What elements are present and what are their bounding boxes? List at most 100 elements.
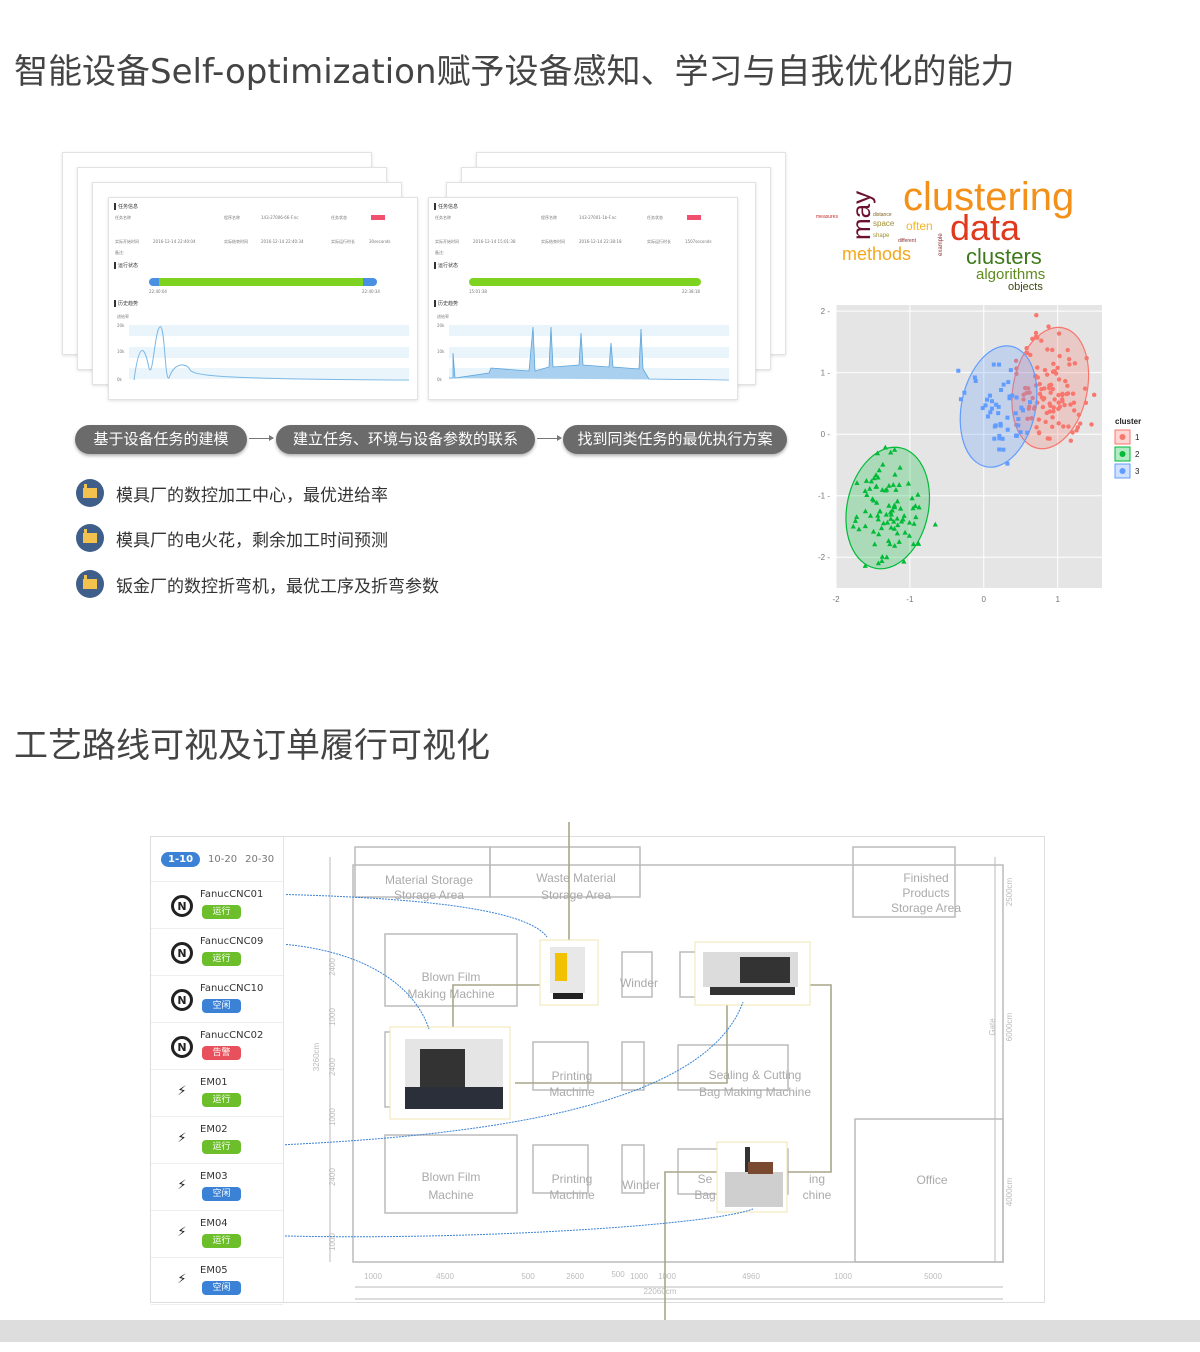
bullet-text: 模具厂的数控加工中心，最优进给率 <box>116 485 388 506</box>
page-tab-1-10[interactable]: 1-10 <box>161 851 201 867</box>
data-point <box>901 558 907 564</box>
data-point <box>883 511 889 517</box>
area-label: ing <box>809 1172 825 1186</box>
dim-label: 5000 <box>924 1272 942 1281</box>
machine-horizontal-center[interactable] <box>694 941 811 1006</box>
section-label: 运行状态 <box>114 262 138 269</box>
label: 实际开始时间 <box>115 239 139 244</box>
legend-title: cluster <box>1115 417 1141 426</box>
data-point <box>1013 358 1019 363</box>
data-point <box>1066 356 1072 362</box>
data-point <box>1055 365 1060 371</box>
cnc-icon: N <box>171 1036 193 1058</box>
page-tab-20-30[interactable]: 20-30 <box>245 853 275 865</box>
data-point <box>1036 430 1042 435</box>
data-point <box>915 491 921 497</box>
bullet-item: 钣金厂的数控折弯机，最优工序及折弯参数 <box>76 570 439 598</box>
data-point <box>1014 433 1019 438</box>
task-card-front: 任务信息 任务名称 程序名称 143-27001-1b-F.nc 任务状态 实际… <box>428 197 738 400</box>
data-point <box>916 541 922 546</box>
bar-end: 22:40:34 <box>362 289 380 294</box>
data-point <box>1043 419 1048 425</box>
word: distance <box>873 212 892 218</box>
area-label: Blown Film <box>422 1170 481 1184</box>
area-label: Printing <box>552 1069 593 1083</box>
data-point <box>1050 424 1055 430</box>
data-point <box>1048 382 1054 388</box>
device-name: FanucCNC01 <box>200 889 264 900</box>
data-point <box>992 424 997 429</box>
duration-value: 30seconds <box>369 239 391 244</box>
data-point <box>1050 347 1055 353</box>
data-point <box>878 525 885 531</box>
data-point <box>1005 427 1010 432</box>
data-point <box>1044 372 1050 377</box>
machine-edm[interactable] <box>716 1141 788 1213</box>
data-point <box>932 521 938 527</box>
device-status-badge: 告警 <box>202 1046 241 1060</box>
area-label: Products <box>902 886 949 900</box>
section-title-self-optimization: 智能设备Self-optimization赋予设备感知、学习与自我优化的能力 <box>14 52 1015 92</box>
machine-vmc-small[interactable] <box>539 939 599 1006</box>
data-point <box>909 495 915 501</box>
device-name: EM04 <box>200 1218 228 1229</box>
data-point <box>1068 402 1073 407</box>
bullet-item: 模具厂的电火花，剩余加工时间预测 <box>76 524 388 552</box>
data-point <box>997 447 1002 452</box>
data-point <box>1024 345 1029 351</box>
data-point <box>862 488 868 493</box>
data-point <box>1048 403 1053 409</box>
label: 进给率 <box>437 314 449 319</box>
data-point <box>891 518 897 524</box>
data-point <box>894 530 900 536</box>
data-point <box>1056 400 1061 405</box>
data-point <box>1019 405 1024 410</box>
data-point <box>898 505 904 511</box>
x-tick-label: -1 <box>906 595 914 604</box>
section-label: 任务信息 <box>114 203 138 210</box>
word: clustering <box>903 175 1074 219</box>
spark-icon: ⚡ <box>177 1084 187 1099</box>
data-point <box>1042 367 1048 373</box>
bar-end: 22:38:18 <box>682 289 700 294</box>
data-point <box>1078 421 1083 426</box>
machine-vmc-large[interactable] <box>389 1026 511 1120</box>
footer-bar <box>0 1320 1200 1342</box>
dim-label: 1000 <box>364 1272 382 1281</box>
label: 实际开始时间 <box>435 239 459 244</box>
data-point <box>1033 330 1039 336</box>
end-value: 2016-12-14 22:40:34 <box>261 239 304 244</box>
page-tab-10-20[interactable]: 10-20 <box>208 853 238 865</box>
area-label: Se <box>698 1172 713 1186</box>
area-label: Blown Film <box>422 970 481 984</box>
data-point <box>850 523 856 529</box>
data-point <box>895 522 901 528</box>
label: 实际结束时间 <box>541 239 565 244</box>
data-point <box>868 478 874 484</box>
data-point <box>1067 362 1072 367</box>
dim-label: 2500cm <box>1005 877 1014 906</box>
data-point <box>910 505 916 511</box>
device-status-badge: 空闲 <box>202 1187 241 1201</box>
device-name: EM05 <box>200 1265 228 1276</box>
dim-label: 500 <box>521 1272 535 1281</box>
data-point <box>1016 423 1021 428</box>
data-point <box>973 378 978 383</box>
data-point <box>1036 417 1042 422</box>
data-point <box>1050 415 1055 420</box>
data-point <box>852 518 859 523</box>
data-point <box>912 503 918 508</box>
dim-label: 1000 <box>658 1272 676 1281</box>
y-tick: 0k <box>117 377 122 382</box>
factory-icon <box>76 479 104 507</box>
